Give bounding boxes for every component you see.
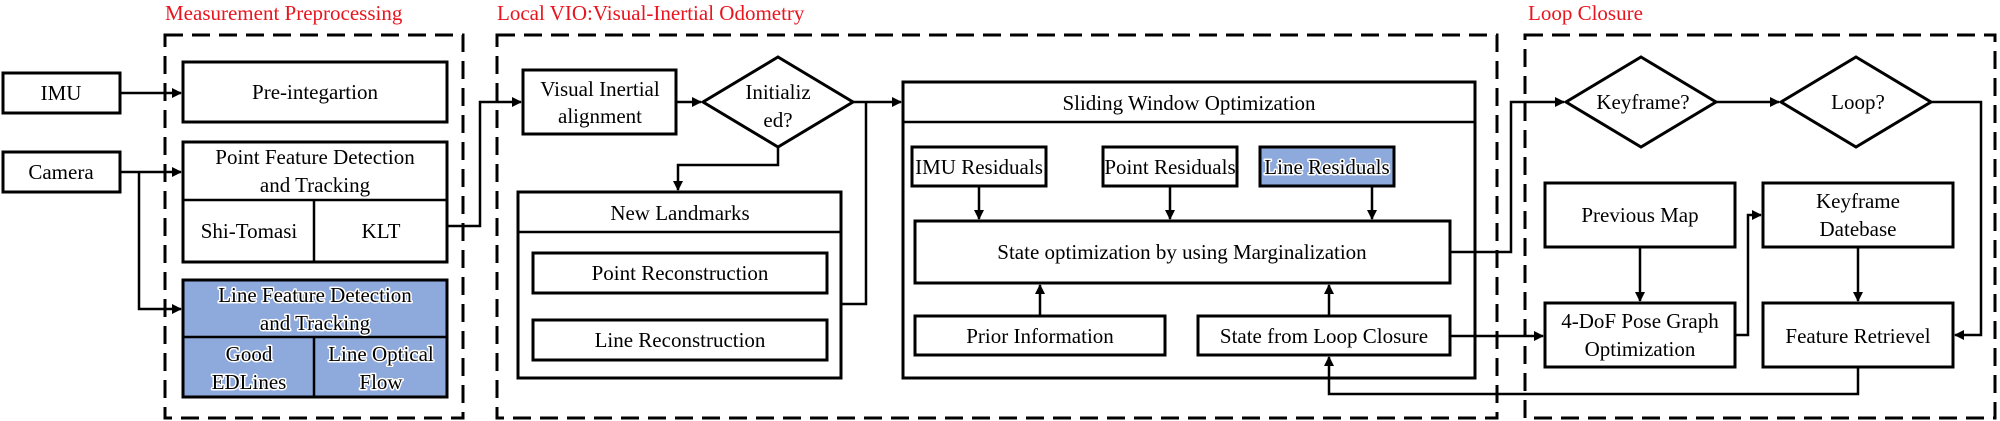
line-reconstruction-label: Line Reconstruction <box>595 328 766 352</box>
preintegration-label: Pre-integartion <box>252 80 378 104</box>
point-reconstruction-box: Point Reconstruction <box>531 251 829 295</box>
point-reconstruction-label: Point Reconstruction <box>592 261 769 285</box>
point-feature-label-line1: Point Feature Detection <box>215 145 415 169</box>
feature-retrieval-box: Feature Retrievel <box>1761 301 1955 369</box>
prior-information-label: Prior Information <box>966 324 1114 348</box>
line-optical-flow-label-line2: Flow <box>359 370 403 394</box>
state-from-loop-box: State from Loop Closure <box>1196 314 1452 357</box>
connector-initialized-to-landmarks <box>673 147 780 191</box>
good-edlines-label-line2: EDLines <box>212 370 287 394</box>
connector-features-to-alignment <box>447 97 522 228</box>
line-feature-label-line2: and Tracking <box>260 311 371 335</box>
good-edlines-label-line1: Good <box>226 342 273 366</box>
section-title-loop: Loop Closure <box>1528 1 1643 25</box>
preintegration-box: Pre-integartion <box>181 60 449 124</box>
line-residuals-label: Line Residuals <box>1264 155 1389 179</box>
loop-decision-label: Loop? <box>1831 90 1885 114</box>
initialized-decision: Initializ ed? <box>700 55 856 149</box>
section-frame-vio <box>495 33 1499 420</box>
visual-inertial-alignment-box: Visual Inertial alignment <box>521 68 678 136</box>
state-optimization-box: State optimization by using Marginalizat… <box>913 219 1452 285</box>
loop-decision: Loop? <box>1778 55 1934 149</box>
previous-map-label: Previous Map <box>1581 203 1698 227</box>
previous-map-box: Previous Map <box>1543 181 1737 249</box>
sliding-window-label: Sliding Window Optimization <box>1062 91 1316 115</box>
alignment-label-line2: alignment <box>558 104 642 128</box>
point-residuals-label: Point Residuals <box>1104 155 1235 179</box>
line-optical-flow-label-line1: Line Optical <box>328 342 434 366</box>
line-residuals-box: Line Residuals <box>1258 145 1396 188</box>
section-frame-loop <box>1523 33 1997 420</box>
prior-information-box: Prior Information <box>913 314 1167 357</box>
feature-retrieval-label: Feature Retrievel <box>1785 324 1930 348</box>
initialized-label-line2: ed? <box>763 108 792 132</box>
imu-residuals-label: IMU Residuals <box>915 155 1043 179</box>
new-landmarks-label: New Landmarks <box>610 201 749 225</box>
connector-state-opt-to-keyframe <box>1450 97 1565 254</box>
keyframe-decision: Keyframe? <box>1563 55 1719 149</box>
shi-tomasi-label: Shi-Tomasi <box>201 219 298 243</box>
connector-feature-retrieval-to-state-loop <box>1324 356 1860 396</box>
point-feature-box: Point Feature Detection and Tracking Shi… <box>181 140 449 264</box>
state-optimization-label: State optimization by using Marginalizat… <box>997 240 1367 264</box>
state-from-loop-label: State from Loop Closure <box>1220 324 1428 348</box>
imu-residuals-box: IMU Residuals <box>910 145 1048 188</box>
section-title-vio: Local VIO:Visual-Inertial Odometry <box>497 1 805 25</box>
pose-graph-box: 4-DoF Pose Graph Optimization <box>1543 301 1737 369</box>
keyframe-decision-label: Keyframe? <box>1596 90 1689 114</box>
keyframe-database-label-line2: Datebase <box>1820 217 1897 241</box>
connector-landmarks-to-sliding-window <box>841 102 868 306</box>
keyframe-database-label-line1: Keyframe <box>1816 189 1900 213</box>
connector-pose-graph-to-keyframe-db <box>1735 210 1762 337</box>
line-reconstruction-box: Line Reconstruction <box>531 318 829 362</box>
camera-input-box: Camera <box>1 150 122 194</box>
connector-loop-to-feature-retrieval <box>1931 100 1983 340</box>
line-feature-box: Line Feature Detection and Tracking Good… <box>181 278 449 399</box>
pose-graph-label-line2: Optimization <box>1585 337 1696 361</box>
imu-label: IMU <box>41 81 82 105</box>
initialized-label-line1: Initializ <box>745 80 810 104</box>
klt-label: KLT <box>362 219 401 243</box>
point-feature-label-line2: and Tracking <box>260 173 371 197</box>
connector-camera-to-line-feature <box>137 172 182 314</box>
imu-input-box: IMU <box>1 71 122 115</box>
point-residuals-box: Point Residuals <box>1101 145 1239 188</box>
camera-label: Camera <box>28 160 94 184</box>
line-feature-label-line1: Line Feature Detection <box>218 283 412 307</box>
section-title-measurement: Measurement Preprocessing <box>165 1 403 25</box>
keyframe-database-box: Keyframe Datebase <box>1761 181 1955 249</box>
pose-graph-label-line1: 4-DoF Pose Graph <box>1561 309 1719 333</box>
alignment-label-line1: Visual Inertial <box>540 77 660 101</box>
